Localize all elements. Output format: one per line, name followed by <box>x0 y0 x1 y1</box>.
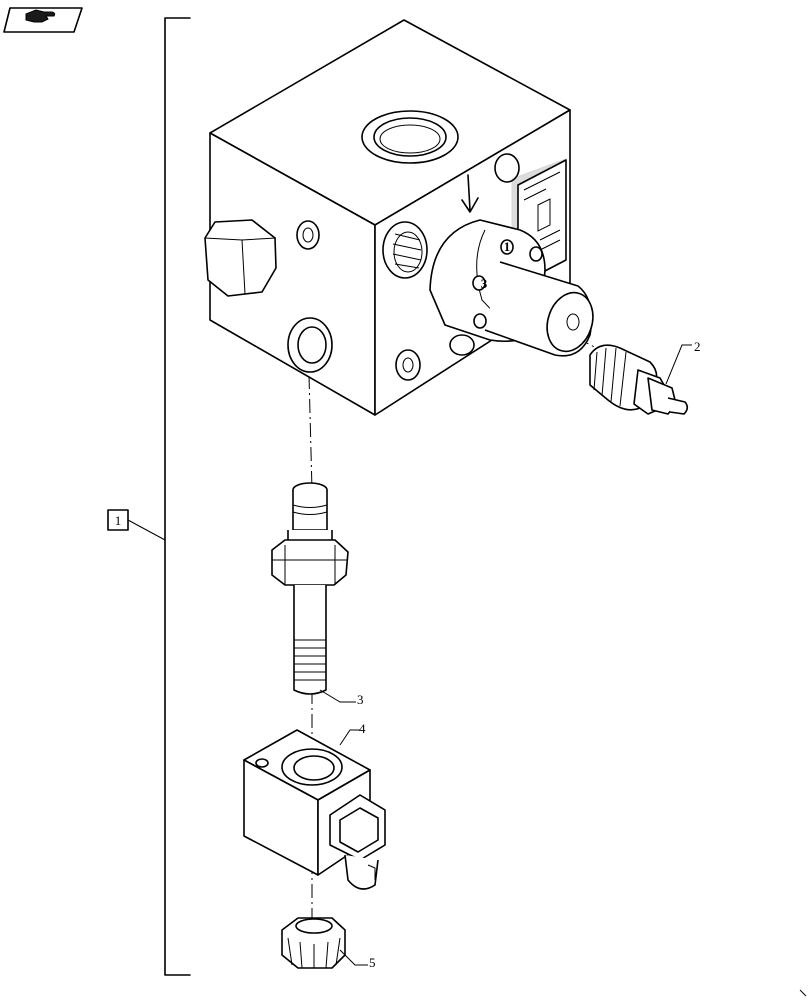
bracket-label: 1 <box>115 513 122 528</box>
callout-3: 3 <box>357 692 364 707</box>
assembly-bracket <box>107 17 191 976</box>
corner-tick <box>799 989 807 997</box>
part-3-cartridge <box>271 482 356 703</box>
nav-button[interactable] <box>3 7 83 33</box>
callout-4: 4 <box>359 721 366 736</box>
callout-2: 2 <box>694 339 701 354</box>
hand-pointer-icon <box>25 9 56 23</box>
valve-housing <box>429 219 594 357</box>
part-5-nut <box>281 917 368 969</box>
part-2-fitting <box>589 344 692 415</box>
callout-5: 5 <box>369 955 376 970</box>
part-4-solenoid-coil <box>243 729 386 890</box>
housing-marking-1: 1 <box>504 239 511 254</box>
valve-block <box>204 19 571 416</box>
housing-marking-3: 3 <box>481 276 488 291</box>
